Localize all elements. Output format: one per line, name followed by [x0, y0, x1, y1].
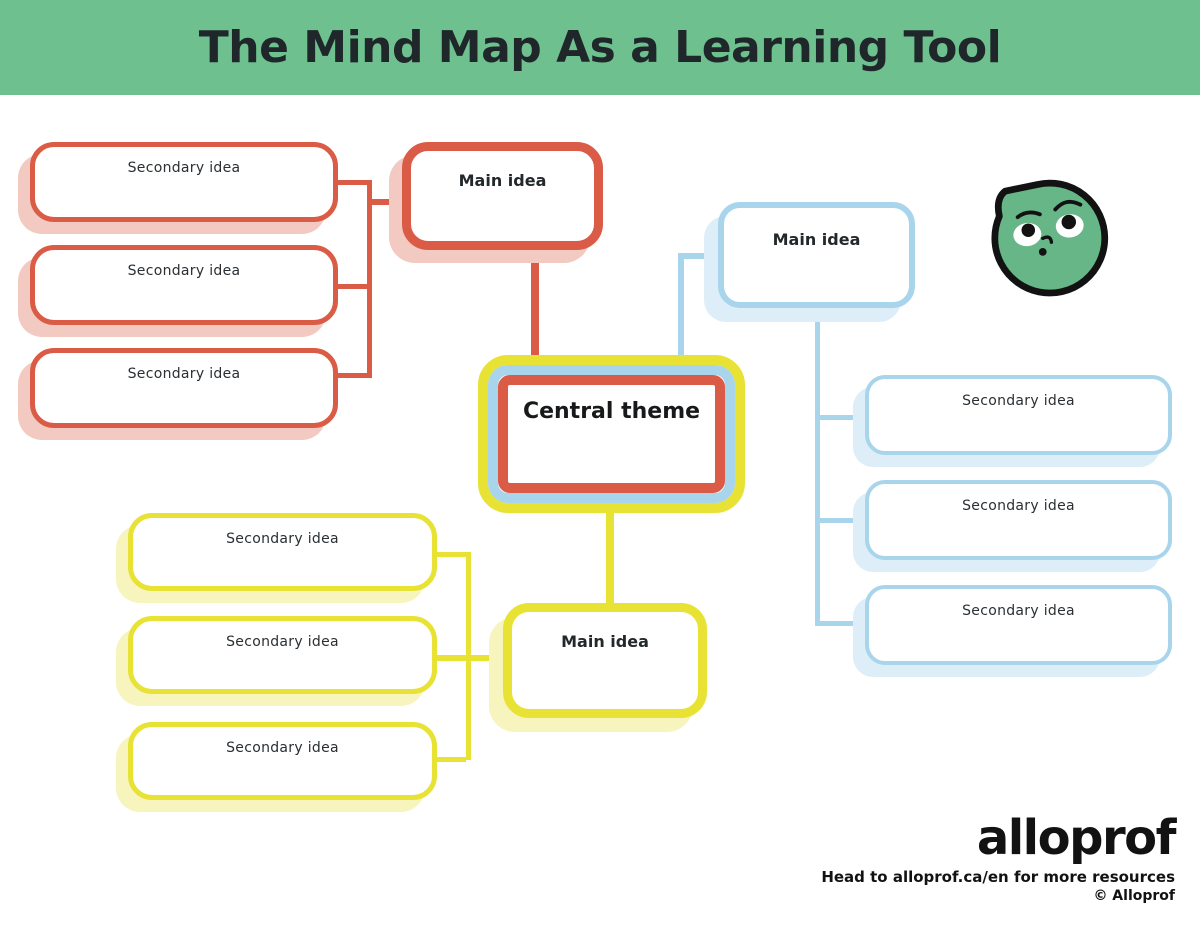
red-secondary-3-connector-line [337, 373, 367, 378]
mascot-left-pupil [1021, 223, 1036, 237]
central-theme-box: Central theme [478, 355, 745, 513]
red-main-idea-label: Main idea [458, 171, 547, 190]
blue-secondary-3-connector-line [815, 621, 865, 626]
red-branch-spine-line [367, 180, 372, 378]
blue-secondary-box-3: Secondary idea [865, 585, 1172, 665]
alloprof-thinking-face-mascot-icon [991, 179, 1109, 297]
red-main-connector-line [372, 199, 402, 205]
red-secondary-box-2: Secondary idea [30, 245, 338, 325]
blue-secondary-box-1: Secondary idea [865, 375, 1172, 455]
header-banner: The Mind Map As a Learning Tool [0, 0, 1200, 95]
yellow-secondary-1-connector-line [437, 552, 466, 557]
alloprof-logo: alloprof [976, 810, 1177, 866]
yellow-main-connector-line [437, 655, 503, 661]
footer-tagline: Head to alloprof.ca/en for more resource… [821, 868, 1175, 886]
blue-central-elbow-horizontal-line [678, 253, 718, 259]
yellow-secondary-label-1: Secondary idea [226, 531, 339, 547]
central-theme-blue-ring: Central theme [488, 365, 735, 503]
yellow-secondary-box-2: Secondary idea [128, 616, 437, 694]
blue-secondary-label-1: Secondary idea [962, 393, 1075, 409]
yellow-secondary-box-1: Secondary idea [128, 513, 437, 591]
red-secondary-1-connector-line [337, 180, 367, 185]
yellow-main-idea-box: Main idea [503, 603, 707, 718]
blue-secondary-1-connector-line [815, 415, 865, 420]
central-theme-label: Central theme [522, 399, 701, 424]
mascot-right-pupil [1061, 214, 1077, 230]
yellow-secondary-label-2: Secondary idea [226, 634, 339, 650]
blue-secondary-label-2: Secondary idea [962, 498, 1075, 514]
mascot-right-eyebrow [1053, 199, 1083, 212]
red-secondary-label-3: Secondary idea [127, 366, 241, 382]
red-main-to-central-line [531, 248, 539, 358]
blue-secondary-label-3: Secondary idea [962, 603, 1075, 619]
red-secondary-box-3: Secondary idea [30, 348, 338, 428]
red-secondary-box-1: Secondary idea [30, 142, 338, 222]
blue-branch-spine-line [815, 308, 820, 626]
yellow-secondary-box-3: Secondary idea [128, 722, 437, 800]
red-secondary-2-connector-line [337, 284, 367, 289]
mascot-nose [1041, 235, 1054, 244]
red-secondary-label-1: Secondary idea [127, 160, 241, 176]
blue-main-idea-box: Main idea [718, 202, 915, 308]
blue-main-idea-label: Main idea [772, 230, 861, 249]
blue-central-elbow-vertical-line [678, 253, 684, 357]
yellow-secondary-label-3: Secondary idea [226, 740, 339, 756]
yellow-secondary-3-connector-line [437, 757, 466, 762]
blue-secondary-2-connector-line [815, 518, 865, 523]
yellow-main-to-central-line [606, 513, 614, 603]
footer-copyright: © Alloprof [1093, 888, 1175, 904]
yellow-main-idea-label: Main idea [561, 632, 649, 651]
mascot-mouth-dot [1038, 248, 1047, 256]
footer: alloprof Head to alloprof.ca/en for more… [821, 810, 1177, 904]
mascot-left-eyebrow [1015, 210, 1042, 220]
red-secondary-label-2: Secondary idea [127, 263, 241, 279]
blue-secondary-box-2: Secondary idea [865, 480, 1172, 560]
central-theme-red-ring: Central theme [498, 375, 725, 493]
page-title: The Mind Map As a Learning Tool [198, 22, 1002, 73]
red-main-idea-box: Main idea [402, 142, 603, 250]
